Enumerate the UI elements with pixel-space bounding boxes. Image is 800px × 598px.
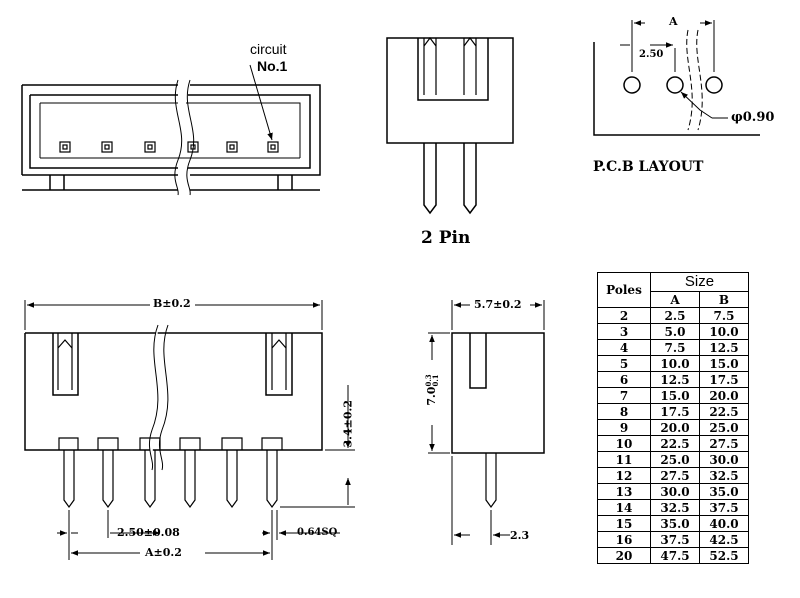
cell-poles: 8 <box>597 403 651 420</box>
cell-a: 32.5 <box>650 499 700 516</box>
cell-a: 47.5 <box>650 547 700 564</box>
cell-b: 22.5 <box>699 403 749 420</box>
cell-a: 27.5 <box>650 467 700 484</box>
cell-a: 12.5 <box>650 371 700 388</box>
circuit-label: circuit <box>250 41 287 57</box>
cell-a: 22.5 <box>650 435 700 452</box>
cell-b: 25.0 <box>699 419 749 436</box>
pcb-pitch-label: 2.50 <box>639 49 664 60</box>
header-poles: Poles <box>597 272 651 308</box>
cell-a: 37.5 <box>650 531 700 548</box>
cell-b: 7.5 <box>699 307 749 324</box>
top-pins <box>59 141 279 153</box>
cell-poles: 15 <box>597 515 651 532</box>
two-pin-view <box>386 37 514 215</box>
cell-b: 17.5 <box>699 371 749 388</box>
side-view <box>428 300 545 545</box>
dimension-pin-sq: 0.64SQ <box>297 527 338 538</box>
cell-a: 20.0 <box>650 419 700 436</box>
cell-b: 52.5 <box>699 547 749 564</box>
cell-b: 40.0 <box>699 515 749 532</box>
header-a: A <box>650 291 700 308</box>
pcb-hole-diameter: φ0.90 <box>731 110 775 125</box>
cell-a: 10.0 <box>650 355 700 372</box>
cell-poles: 11 <box>597 451 651 468</box>
dimension-a: A±0.2 <box>145 546 182 559</box>
cell-b: 32.5 <box>699 467 749 484</box>
cell-poles: 5 <box>597 355 651 372</box>
pcb-layout-label: P.C.B LAYOUT <box>593 159 704 175</box>
cell-b: 35.0 <box>699 483 749 500</box>
top-view <box>21 64 321 196</box>
cell-b: 10.0 <box>699 323 749 340</box>
dimension-b: B±0.2 <box>153 297 191 310</box>
pcb-dimension-a: A <box>667 15 680 28</box>
header-b: B <box>699 291 749 308</box>
cell-poles: 4 <box>597 339 651 356</box>
cell-b: 30.0 <box>699 451 749 468</box>
cell-poles: 6 <box>597 371 651 388</box>
cell-poles: 9 <box>597 419 651 436</box>
cell-a: 5.0 <box>650 323 700 340</box>
front-pins <box>63 450 278 509</box>
cell-poles: 20 <box>597 547 651 564</box>
dimension-pin-height: 3.4±0.2 <box>341 400 355 448</box>
cell-poles: 3 <box>597 323 651 340</box>
cell-poles: 7 <box>597 387 651 404</box>
cell-b: 20.0 <box>699 387 749 404</box>
cell-poles: 2 <box>597 307 651 324</box>
cell-a: 2.5 <box>650 307 700 324</box>
cell-poles: 10 <box>597 435 651 452</box>
cell-b: 37.5 <box>699 499 749 516</box>
circuit-number-label: No.1 <box>257 58 288 74</box>
cell-a: 17.5 <box>650 403 700 420</box>
cell-a: 15.0 <box>650 387 700 404</box>
cell-b: 42.5 <box>699 531 749 548</box>
cell-poles: 13 <box>597 483 651 500</box>
dimension-body-height-value: 7.0 <box>425 386 438 406</box>
pcb-layout <box>593 20 760 136</box>
cell-a: 25.0 <box>650 451 700 468</box>
cell-a: 7.5 <box>650 339 700 356</box>
cell-a: 30.0 <box>650 483 700 500</box>
cell-poles: 12 <box>597 467 651 484</box>
cell-b: 27.5 <box>699 435 749 452</box>
dimension-pitch: 2.50±0.08 <box>117 526 180 539</box>
header-size: Size <box>650 272 749 292</box>
dimension-pin-offset: 2.3 <box>510 529 530 542</box>
two-pin-label: 2 Pin <box>421 228 471 248</box>
front-view <box>24 300 355 560</box>
cell-b: 12.5 <box>699 339 749 356</box>
cell-b: 15.0 <box>699 355 749 372</box>
cell-poles: 14 <box>597 499 651 516</box>
dimension-side-width: 5.7±0.2 <box>474 298 522 311</box>
cell-a: 35.0 <box>650 515 700 532</box>
dimension-body-height-tol-minus: 0.1 <box>431 374 440 387</box>
cell-poles: 16 <box>597 531 651 548</box>
